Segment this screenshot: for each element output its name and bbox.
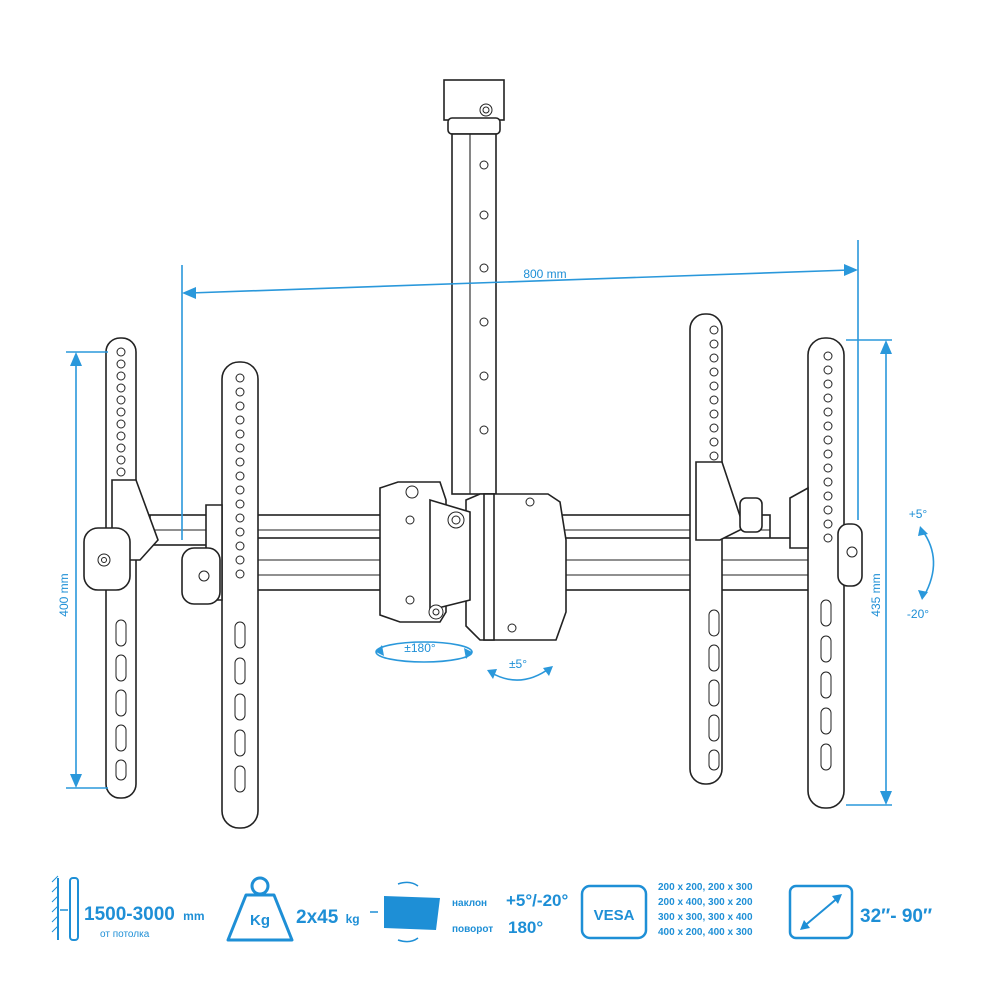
height-note: от потолка [100, 929, 150, 940]
right-rail-back-holes [709, 325, 719, 461]
ceiling-pole [443, 79, 505, 495]
central-hub [379, 481, 567, 641]
diagonal-icon [788, 884, 854, 940]
dimension-right-height: 435 mm [846, 339, 892, 806]
svg-text:2x45 kg: 2x45 kg [296, 907, 360, 928]
vesa-icon [580, 884, 648, 940]
svg-text:1500-3000 mm: 1500-3000 mm [84, 904, 205, 925]
height-value: 1500-3000 [84, 904, 175, 925]
weight-icon-label: Kg [250, 912, 270, 929]
tilt-down-label: -20° [907, 607, 929, 621]
spec-bar: 1500-3000 mm от потолка Kg 2x45 kg [51, 875, 932, 943]
vesa-line-2: 200 x 400, 300 x 200 [658, 897, 753, 908]
swivel-spec-label: поворот [452, 924, 493, 935]
dimension-width: 800 mm [181, 240, 859, 540]
right-height-label: 435 mm [869, 573, 883, 616]
tilt-swivel-spec: наклон +5°/-20° поворот 180° [370, 881, 568, 943]
left-rail-back [83, 337, 159, 799]
right-rail-front [789, 337, 863, 809]
width-label: 800 mm [523, 267, 566, 281]
left-rail-front [181, 361, 259, 829]
vesa-spec: VESA 200 x 200, 200 x 300 200 x 400, 300… [580, 882, 753, 940]
weight-value: 2x45 [296, 907, 339, 928]
left-rail-front-holes [235, 373, 245, 579]
screen-size-spec: 32″- 90″ [788, 884, 932, 940]
ceiling-icon [51, 875, 79, 941]
monitor-icon [370, 881, 440, 943]
weight-icon: Kg [226, 876, 294, 942]
dimension-left-height: 400 mm [57, 351, 108, 789]
weight-unit: kg [346, 912, 360, 926]
tilt-up-label: +5° [909, 507, 928, 521]
vesa-line-1: 200 x 200, 200 x 300 [658, 882, 753, 893]
left-height-label: 400 mm [57, 573, 71, 616]
vesa-line-4: 400 x 200, 400 x 300 [658, 927, 753, 938]
right-rail-back [689, 313, 763, 785]
vesa-label: VESA [594, 907, 635, 924]
ceiling-height-spec: 1500-3000 mm от потолка [51, 875, 205, 941]
right-rail-front-holes [823, 351, 833, 543]
height-unit: mm [183, 909, 204, 923]
swivel-spec-value: 180° [508, 918, 543, 937]
tilt-value: +5°/-20° [506, 891, 568, 910]
weight-spec: Kg 2x45 kg [226, 876, 360, 942]
swivel-label: ±180° [404, 641, 436, 655]
tilt-center-label: ±5° [509, 657, 527, 671]
pole-holes [479, 160, 489, 435]
tilt-label: наклон [452, 898, 487, 909]
screen-size-label: 32″- 90″ [860, 906, 932, 927]
vesa-line-3: 300 x 300, 300 x 400 [658, 912, 753, 923]
tilt-range-indicator: +5° -20° [907, 507, 935, 621]
swivel-indicator: ±180° [375, 641, 473, 663]
tilt-center-indicator: ±5° [487, 657, 553, 681]
left-rail-back-holes [116, 347, 126, 477]
